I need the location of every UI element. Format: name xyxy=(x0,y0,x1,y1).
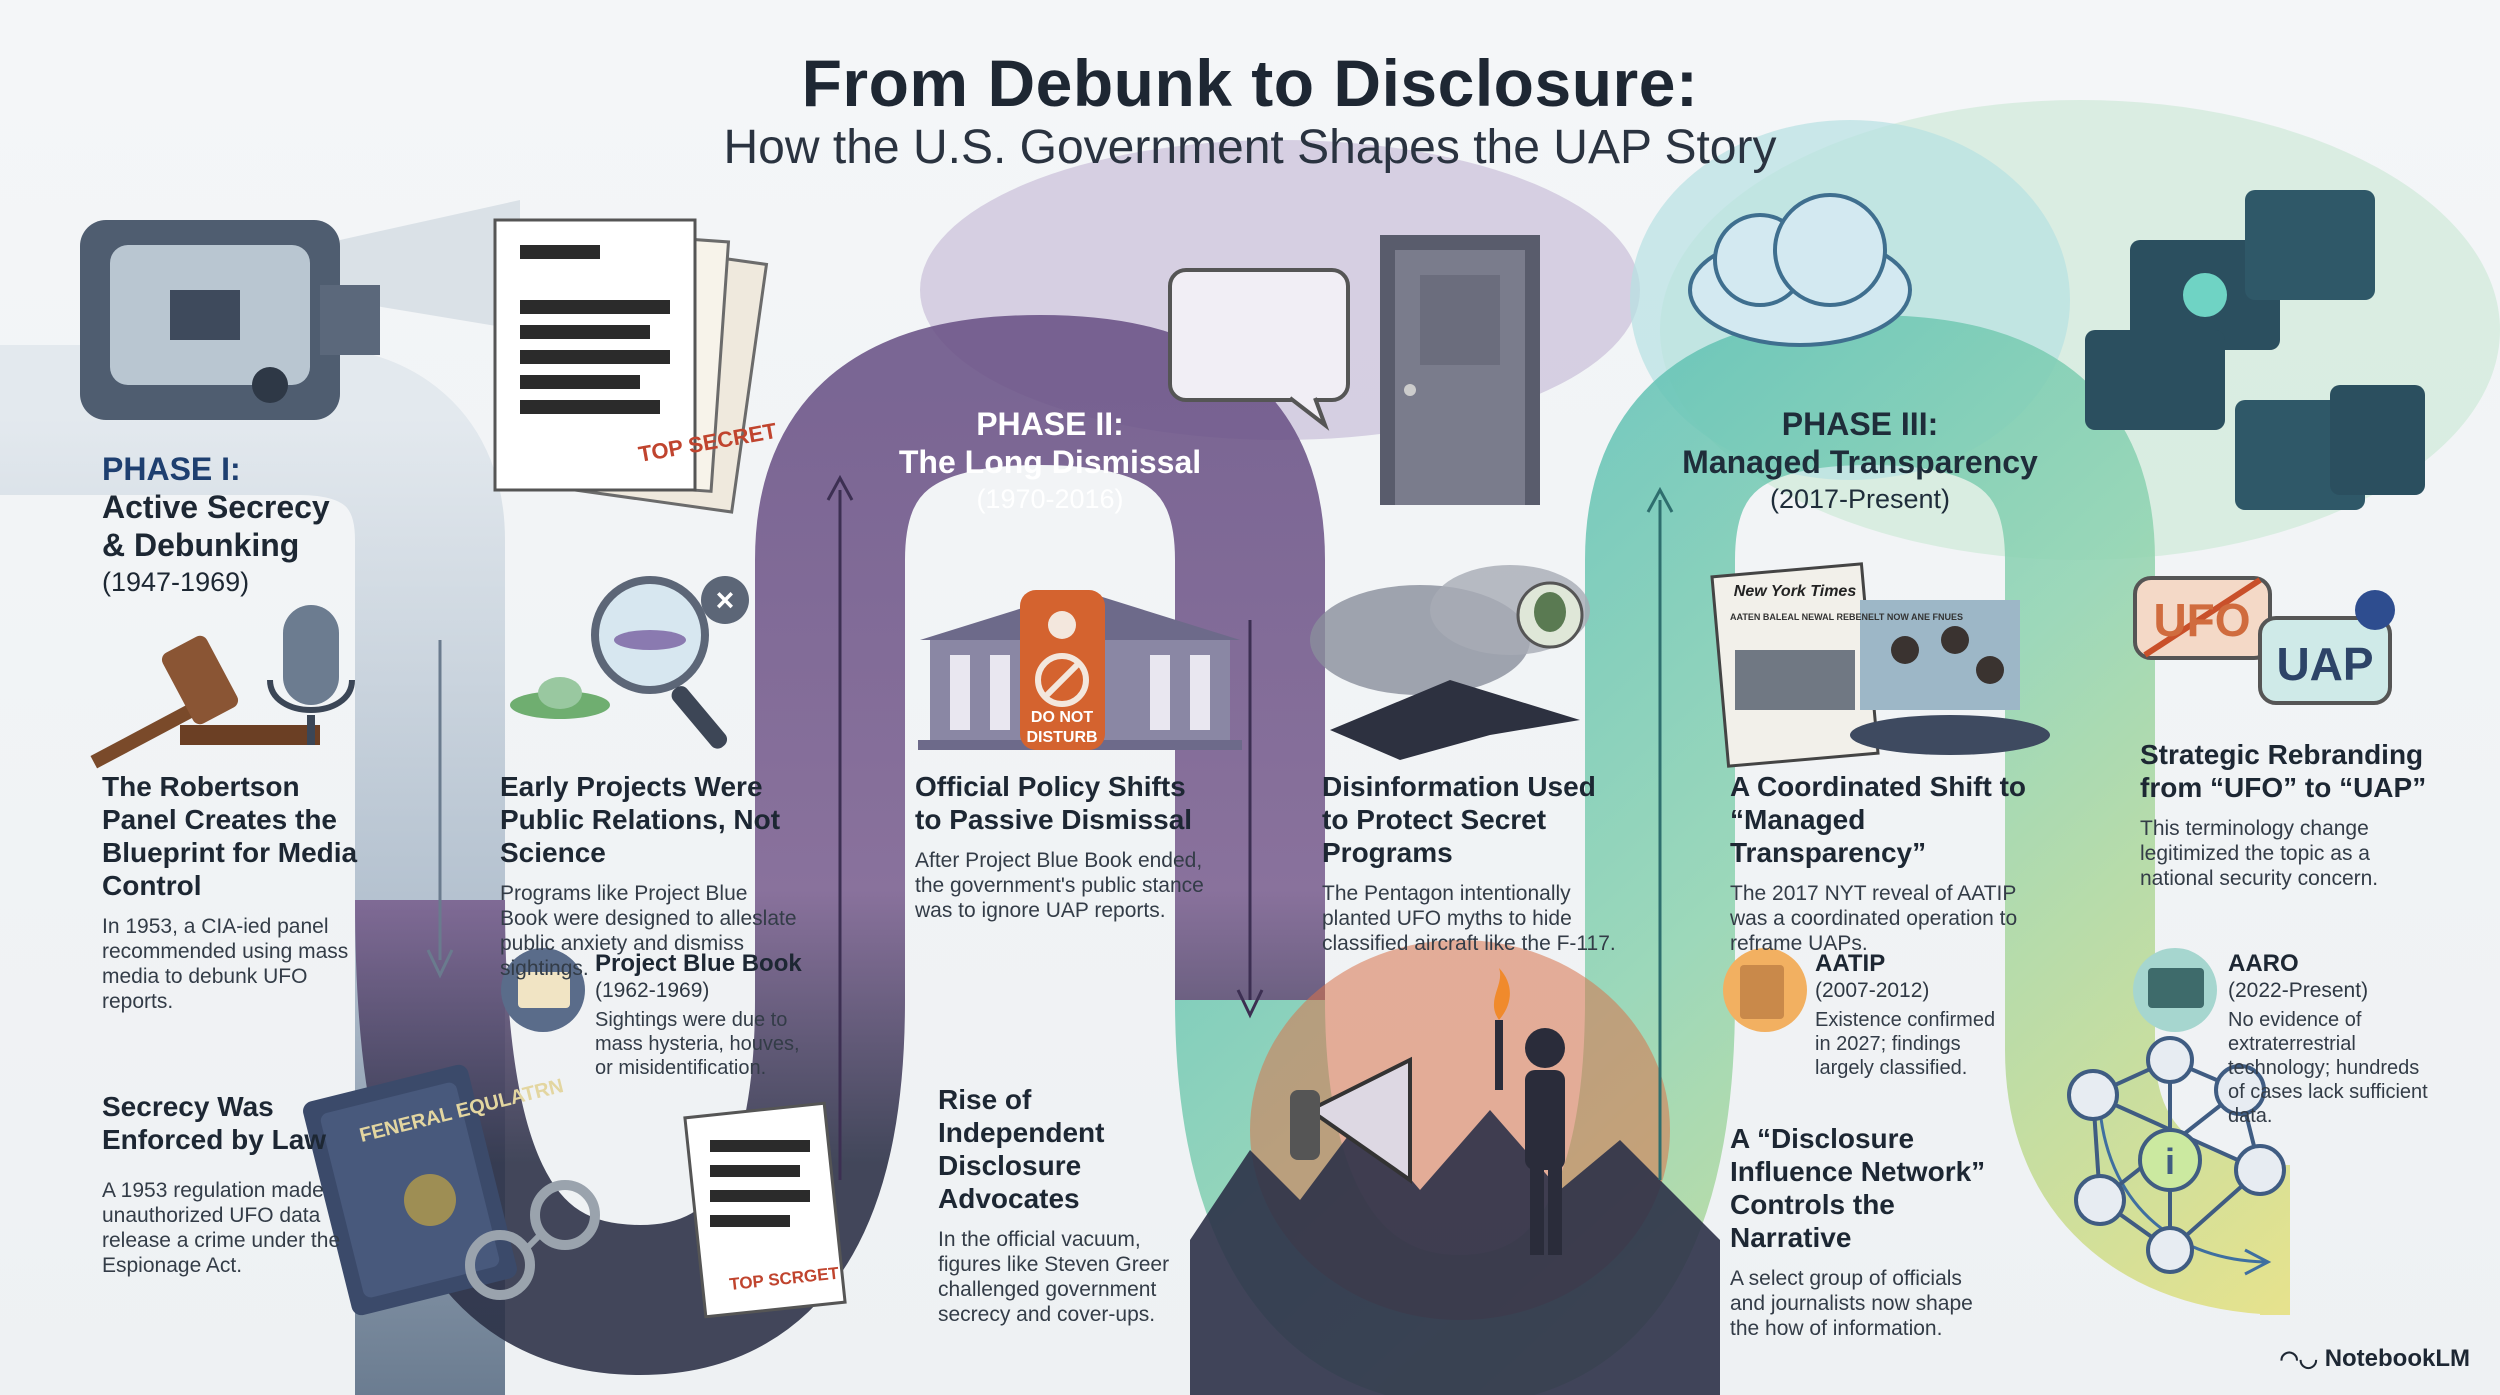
notebooklm-brand-name: NotebookLM xyxy=(2324,1345,2470,1372)
phase-3-range: (2017-Present) xyxy=(1769,484,1951,514)
phase-3-header: PHASE III: Managed Transparency (2017-Pr… xyxy=(1680,405,2040,517)
cloud-icon xyxy=(1688,193,1912,347)
mini-aatip: AATIP (2007-2012) Existence confirmed in… xyxy=(1815,950,2005,1080)
classified-documents-icon xyxy=(493,218,769,514)
mini-aaro: AARO (2022-Present) No evidence of extra… xyxy=(2228,950,2438,1128)
card-coordinated-shift: A Coordinated Shift to “Managed Transpar… xyxy=(1730,770,2030,956)
phase-3-name: Managed Transparency xyxy=(1682,444,2038,480)
phase-3-label: PHASE III: xyxy=(1781,406,1939,442)
newspaper-masthead: New York Times xyxy=(1734,583,1857,600)
card-rebranding: Strategic Rebranding from “UFO” to “UAP”… xyxy=(2140,738,2440,891)
top-secret-stamp: TOP SECRET xyxy=(637,418,780,467)
folder-icon xyxy=(501,948,585,1032)
mini-bluebook-sub: (1962-1969) xyxy=(595,979,710,1002)
card-robertson-body: In 1953, a CIA-ied panel recommended usi… xyxy=(102,915,349,1013)
ufo-magnifier-icon: × xyxy=(510,576,749,749)
gavel-icon xyxy=(90,635,320,769)
page-subtitle: How the U.S. Government Shapes the UAP S… xyxy=(723,121,1777,174)
notebooklm-brand: ◠◡ NotebookLM xyxy=(2280,1345,2470,1373)
mini-aaro-title: AARO xyxy=(2228,950,2299,977)
newspaper-headline: AATEN BALEAL NEWAL REBENELT NOW ANE FNUE… xyxy=(1730,612,1963,622)
top-secret-document-icon xyxy=(683,1101,847,1319)
uap-bubble xyxy=(2258,590,2395,705)
meeting-people-icon xyxy=(1850,600,2050,755)
card-policy-shift-body: After Project Blue Book ended, the gover… xyxy=(915,849,1204,922)
card-rebranding-title: Strategic Rebranding from “UFO” to “UAP” xyxy=(2140,739,2427,803)
card-policy-shift: Official Policy Shifts to Passive Dismis… xyxy=(915,770,1215,923)
handcuffs-icon xyxy=(465,1180,600,1300)
card-disinformation-body: The Pentagon intentionally planted UFO m… xyxy=(1322,882,1616,955)
phase-2-name: The Long Dismissal xyxy=(898,444,1202,480)
phase-2-header: PHASE II: The Long Dismissal (1970-2016) xyxy=(880,405,1220,517)
phase-2-label: PHASE II: xyxy=(976,406,1124,442)
microphone-icon xyxy=(267,605,355,745)
megaphone-icon xyxy=(1290,1056,1412,1184)
card-robertson-title: The Robertson Panel Creates the Blueprin… xyxy=(102,771,358,901)
mini-bluebook-title: Project Blue Book xyxy=(595,950,802,977)
mini-project-blue-book: Project Blue Book (1962-1969) Sightings … xyxy=(595,950,810,1080)
card-robertson-panel: The Robertson Panel Creates the Blueprin… xyxy=(102,770,372,1014)
network-nodes xyxy=(2067,1036,2286,1274)
do-not-disturb-text-1: DO NOT xyxy=(1031,709,1093,726)
card-advocates-title: Rise of Independent Disclosure Advocates xyxy=(938,1084,1105,1214)
card-coordinated-body: The 2017 NYT reveal of AATIP was a coord… xyxy=(1730,882,2018,955)
monitor-aaro-icon xyxy=(2133,948,2217,1032)
regulation-book-title: FENERAL EQULATRN xyxy=(357,1075,565,1147)
alien-icon xyxy=(1516,581,1584,649)
mini-aaro-body: No evidence of extraterrestrial technolo… xyxy=(2228,1009,2428,1127)
newspaper-icon xyxy=(1710,562,1880,768)
card-secrecy-law-body: A 1953 regulation made unauthorized UFO … xyxy=(102,1179,341,1277)
card-network-body: A select group of officials and journali… xyxy=(1730,1267,1973,1340)
uap-text: UAP xyxy=(2276,638,2373,690)
card-early-projects-body: Programs like Project Blue Book were des… xyxy=(500,882,797,980)
phase-1-range: (1947-1969) xyxy=(102,567,250,597)
phase-2-range: (1970-2016) xyxy=(976,484,1124,514)
card-policy-shift-title: Official Policy Shifts to Passive Dismis… xyxy=(915,771,1193,835)
info-node-icon: i xyxy=(2138,1128,2202,1192)
ufo-crossed-bubble xyxy=(2133,576,2272,660)
mini-aaro-sub: (2022-Present) xyxy=(2228,979,2369,1002)
card-secrecy-law: Secrecy Was Enforced by Law A 1953 regul… xyxy=(102,1090,362,1278)
ufo-text: UFO xyxy=(2153,594,2250,646)
card-early-projects-title: Early Projects Were Public Relations, No… xyxy=(500,771,781,868)
card-early-projects: Early Projects Were Public Relations, No… xyxy=(500,770,800,981)
folder-aatip-icon xyxy=(1723,948,1807,1032)
card-influence-network: A “Disclosure Influence Network” Control… xyxy=(1730,1122,2000,1341)
card-network-title: A “Disclosure Influence Network” Control… xyxy=(1730,1123,1986,1253)
mini-aatip-body: Existence confirmed in 2027; findings la… xyxy=(1815,1009,1996,1079)
card-rebranding-body: This terminology change legitimized the … xyxy=(2140,817,2379,890)
do-not-disturb-text-2: DISTURB xyxy=(1026,729,1097,746)
card-advocates: Rise of Independent Disclosure Advocates… xyxy=(938,1083,1198,1327)
speech-bubble-icon xyxy=(1168,268,1350,431)
card-secrecy-law-title: Secrecy Was Enforced by Law xyxy=(102,1091,327,1155)
dashboard-screens-icon xyxy=(2085,190,2425,510)
phase-1-name-line1: Active Secrecy xyxy=(102,489,330,525)
torch-bearer-icon xyxy=(1493,968,1565,1255)
mini-aatip-sub: (2007-2012) xyxy=(1815,979,1930,1002)
surveillance-camera-icon xyxy=(80,200,520,420)
phase-1-label: PHASE I: xyxy=(102,451,241,487)
mini-bluebook-body: Sightings were due to mass hysteria, hou… xyxy=(595,1009,800,1079)
regulation-book-icon xyxy=(303,1064,517,1316)
top-secret-stamp-2: TOP SCRGET xyxy=(728,1264,840,1294)
card-disinformation: Disinformation Used to Protect Secret Pr… xyxy=(1322,770,1622,956)
card-advocates-body: In the official vacuum, figures like Ste… xyxy=(938,1228,1170,1326)
page-title: From Debunk to Disclosure: xyxy=(801,46,1699,120)
phase-1-header: PHASE I: Active Secrecy & Debunking (194… xyxy=(102,450,382,600)
svg-text:×: × xyxy=(716,582,735,618)
svg-text:i: i xyxy=(2165,1141,2175,1182)
card-disinformation-title: Disinformation Used to Protect Secret Pr… xyxy=(1322,771,1596,868)
notebooklm-logo-icon: ◠◡ xyxy=(2279,1346,2319,1371)
mini-aatip-title: AATIP xyxy=(1815,950,1886,977)
card-coordinated-title: A Coordinated Shift to “Managed Transpar… xyxy=(1730,771,2027,868)
phase-1-name-line2: & Debunking xyxy=(102,527,300,563)
closed-door-icon xyxy=(1380,235,1540,505)
government-building-icon xyxy=(918,590,1242,750)
